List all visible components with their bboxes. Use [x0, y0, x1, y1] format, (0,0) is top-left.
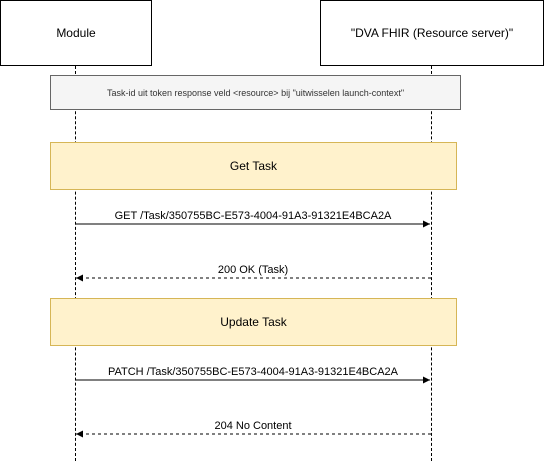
note-task-id: Task-id uit token response veld <resourc…	[50, 75, 461, 110]
participant-resource-server-label: "DVA FHIR (Resource server)"	[350, 26, 514, 40]
lifeline-module	[75, 66, 76, 461]
participant-module-label: Module	[56, 26, 96, 40]
message-200-ok-label: 200 OK (Task)	[217, 264, 289, 276]
lifeline-resource-server	[431, 66, 432, 461]
message-patch-task-label: PATCH /Task/350755BC-E573-4004-91A3-9132…	[107, 366, 399, 378]
message-204-label: 204 No Content	[214, 420, 292, 432]
message-get-task-label: GET /Task/350755BC-E573-4004-91A3-91321E…	[114, 210, 392, 222]
section-update-task-label: Update Task	[220, 315, 287, 329]
section-get-task: Get Task	[50, 142, 457, 190]
section-update-task: Update Task	[50, 298, 457, 346]
participant-module: Module	[0, 0, 152, 66]
section-get-task-label: Get Task	[229, 159, 278, 173]
note-text: Task-id uit token response veld <resourc…	[106, 87, 405, 98]
participant-resource-server: "DVA FHIR (Resource server)"	[320, 0, 544, 66]
